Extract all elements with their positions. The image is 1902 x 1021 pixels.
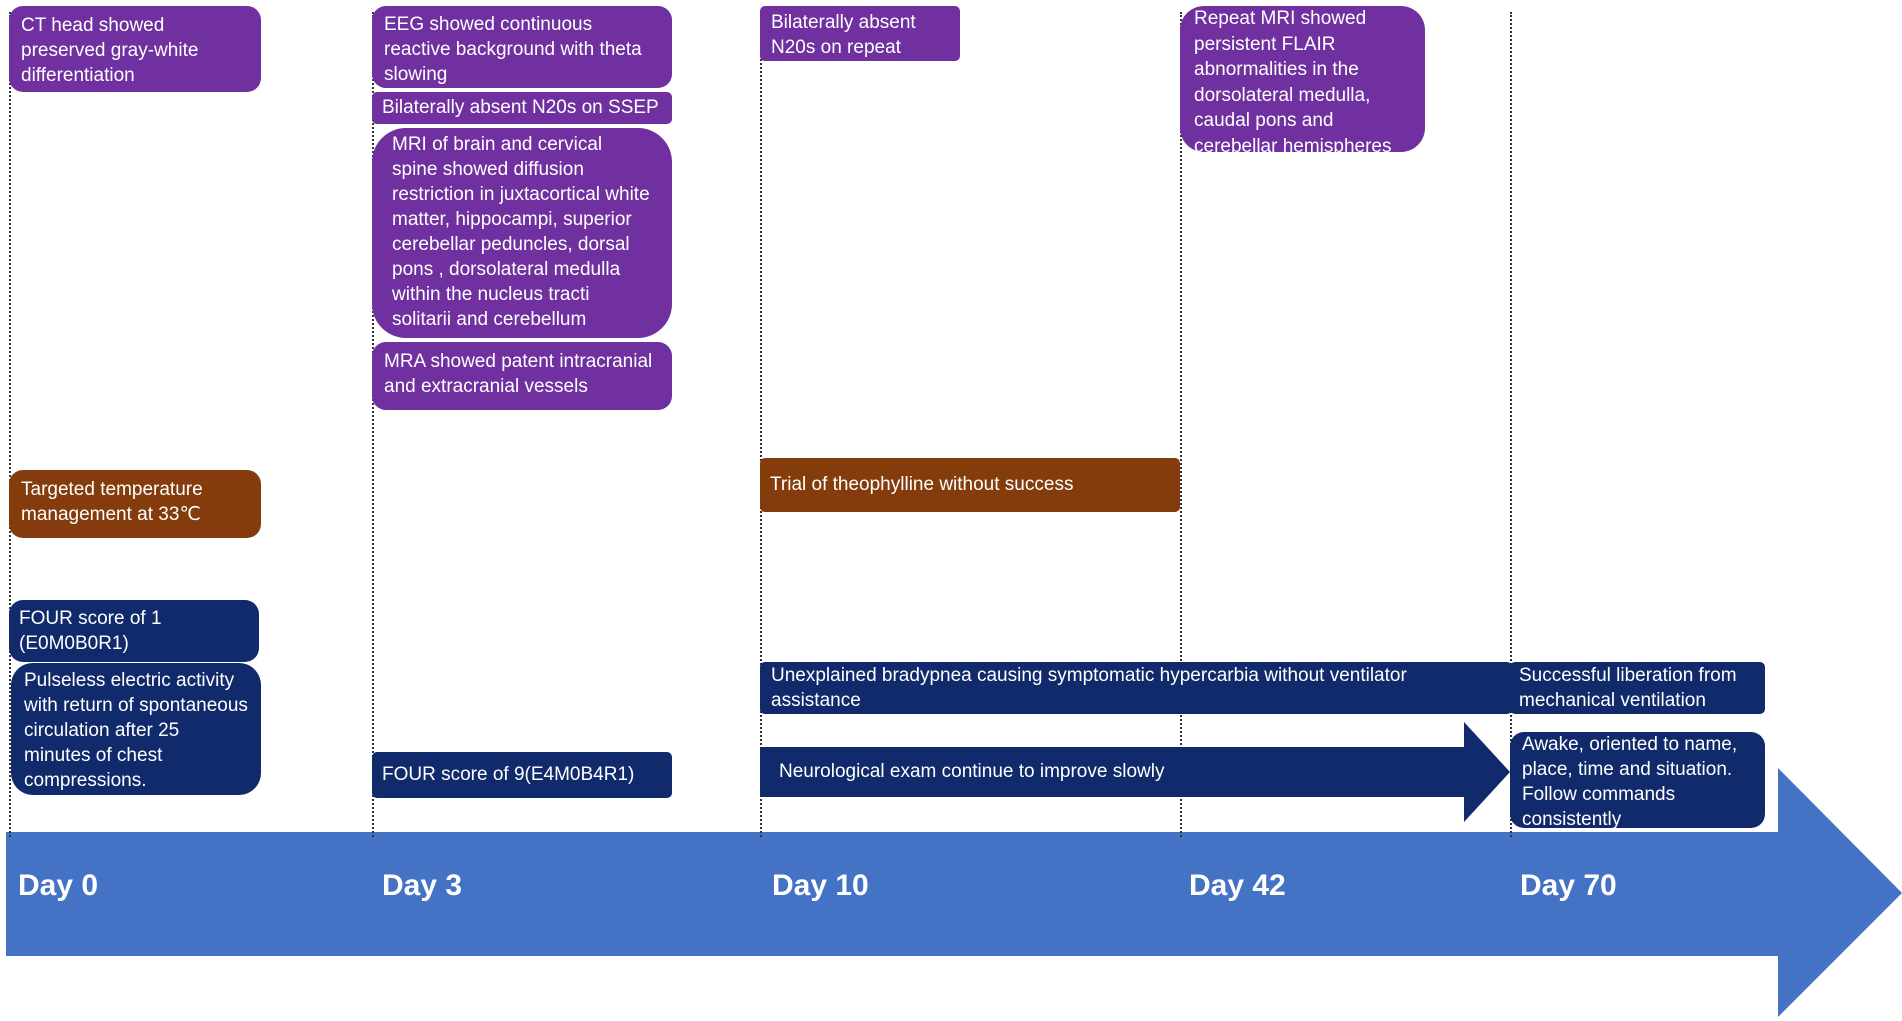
mra-box: MRA showed patent intracranial and extra… [372, 342, 672, 410]
four-score-day3-box: FOUR score of 9(E4M0B4R1) [372, 752, 672, 798]
four-score-day0-box: FOUR score of 1 (E0M0B0R1) [9, 600, 259, 662]
theophylline-box: Trial of theophylline without success [760, 458, 1180, 512]
neuro-exam-label: Neurological exam continue to improve sl… [779, 761, 1165, 782]
liberation-box: Successful liberation from mechanical ve… [1510, 662, 1765, 714]
ssep-repeat-box: Bilaterally absent N20s on repeat SSEP [760, 6, 960, 61]
day42-guide-line [1180, 12, 1182, 837]
neuro-exam-arrow-shape [760, 722, 1510, 822]
mri-box: MRI of brain and cervical spine showed d… [372, 128, 672, 338]
day-label-10: Day 10 [772, 869, 869, 902]
pea-rosc-box: Pulseless electric activity with return … [11, 663, 261, 795]
day-label-70: Day 70 [1520, 869, 1617, 902]
ssep-box: Bilaterally absent N20s on SSEP [372, 92, 672, 124]
day3-guide-line [372, 12, 374, 837]
bradypnea-box: Unexplained bradypnea causing symptomati… [760, 662, 1512, 714]
ttm-box: Targeted temperature management at 33℃ [9, 470, 261, 538]
day0-guide-line [9, 12, 11, 837]
day-label-42: Day 42 [1189, 869, 1286, 902]
eeg-box: EEG showed continuous reactive backgroun… [372, 6, 672, 88]
ct-head-box: CT head showed preserved gray-white diff… [9, 6, 261, 92]
mri-repeat-box: Repeat MRI showed persistent FLAIR abnor… [1180, 6, 1425, 152]
day70-guide-line [1510, 12, 1512, 837]
day10-guide-line [760, 12, 762, 837]
day-label-3: Day 3 [382, 869, 463, 902]
awake-oriented-box: Awake, oriented to name, place, time and… [1510, 732, 1765, 828]
day-label-0: Day 0 [18, 869, 99, 902]
timeline-arrow-shape [6, 768, 1902, 1017]
